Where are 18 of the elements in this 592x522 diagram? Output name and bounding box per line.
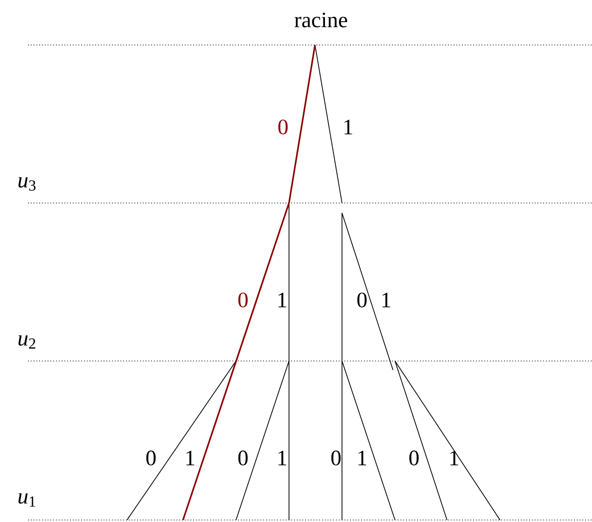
bit-label: 1 (358, 450, 366, 466)
level-label: u$_{2}$ (18, 335, 36, 349)
root-label: racine (294, 12, 348, 28)
bit-label: 1 (186, 450, 194, 466)
level-label: u$_{1}$ (18, 493, 36, 507)
bit-label: 0 (278, 120, 288, 134)
bit-label: 1 (278, 292, 286, 308)
bit-label: 1 (344, 120, 352, 134)
bit-label: 1 (382, 292, 390, 308)
level-label: u$_{3}$ (18, 177, 36, 191)
bit-label: 0 (146, 450, 156, 466)
bit-label: 0 (238, 292, 248, 308)
bit-label: 0 (238, 450, 248, 466)
bit-label: 1 (450, 450, 458, 466)
bit-label: 1 (278, 450, 286, 466)
bit-label: 0 (357, 292, 367, 308)
bit-label: 0 (331, 450, 341, 466)
bit-label: 0 (409, 450, 419, 466)
